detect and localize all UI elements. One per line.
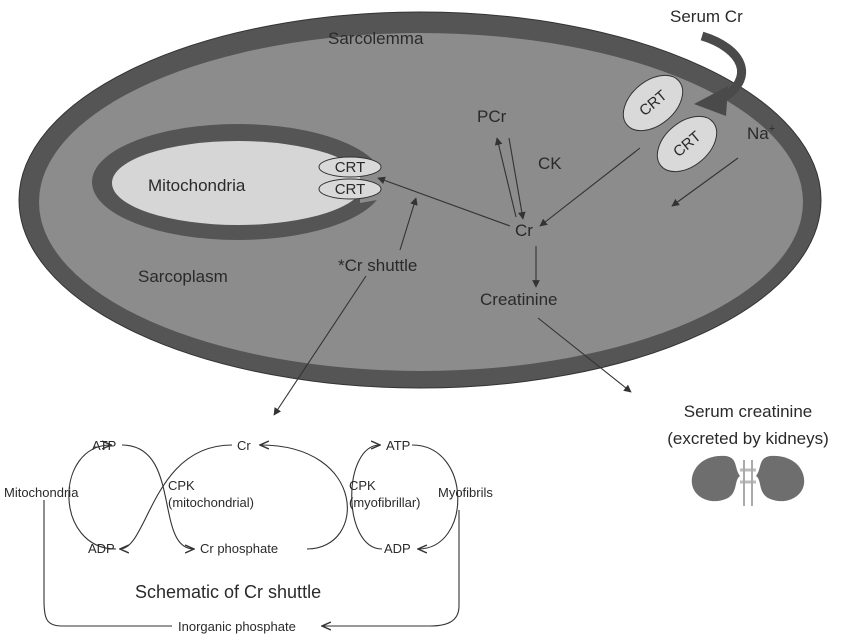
inorganic-phosphate-to-mito — [44, 500, 172, 626]
serum-cr-label: Serum Cr — [670, 7, 743, 26]
shuttle-inorganic-phosphate: Inorganic phosphate — [178, 619, 296, 634]
shuttle-adp-left: ADP — [88, 541, 115, 556]
serum-creatinine-label: Serum creatinine — [684, 402, 813, 421]
cr-label: Cr — [515, 221, 533, 240]
shuttle-cpk-mito-type: (mitochondrial) — [168, 495, 254, 510]
pcr-label: PCr — [477, 107, 507, 126]
shuttle-title: Schematic of Cr shuttle — [135, 582, 321, 602]
sarcoplasm-label: Sarcoplasm — [138, 267, 228, 286]
creatinine-label: Creatinine — [480, 290, 558, 309]
mitochondria-label: Mitochondria — [148, 176, 246, 195]
loop-crp-to-cr — [260, 445, 347, 549]
shuttle-cpk-myo-type: (myofibrillar) — [349, 495, 421, 510]
sarcolemma-label: Sarcolemma — [328, 29, 424, 48]
shuttle-atp-right: ATP — [386, 438, 410, 453]
shuttle-myofibrils: Myofibrils — [438, 485, 493, 500]
kidneys-icon — [692, 456, 804, 506]
cr-shuttle-label: *Cr shuttle — [338, 256, 417, 275]
shuttle-adp-right: ADP — [384, 541, 411, 556]
shuttle-cr: Cr — [237, 438, 251, 453]
shuttle-cr-phosphate: Cr phosphate — [200, 541, 278, 556]
cr-shuttle-schematic: ATP Cr ATP Mitochondria CPK (mitochondri… — [4, 438, 493, 634]
shuttle-mitochondria: Mitochondria — [4, 485, 79, 500]
ck-label: CK — [538, 154, 562, 173]
mito-crt-label-1: CRT — [335, 159, 366, 176]
shuttle-atp-left: ATP — [92, 438, 116, 453]
inorganic-phosphate-return — [322, 510, 459, 626]
shuttle-cpk-mito: CPK — [168, 478, 195, 493]
excreted-by-kidneys-label: (excreted by kidneys) — [667, 429, 829, 448]
shuttle-cpk-myo: CPK — [349, 478, 376, 493]
mito-crt-label-2: CRT — [335, 181, 366, 198]
